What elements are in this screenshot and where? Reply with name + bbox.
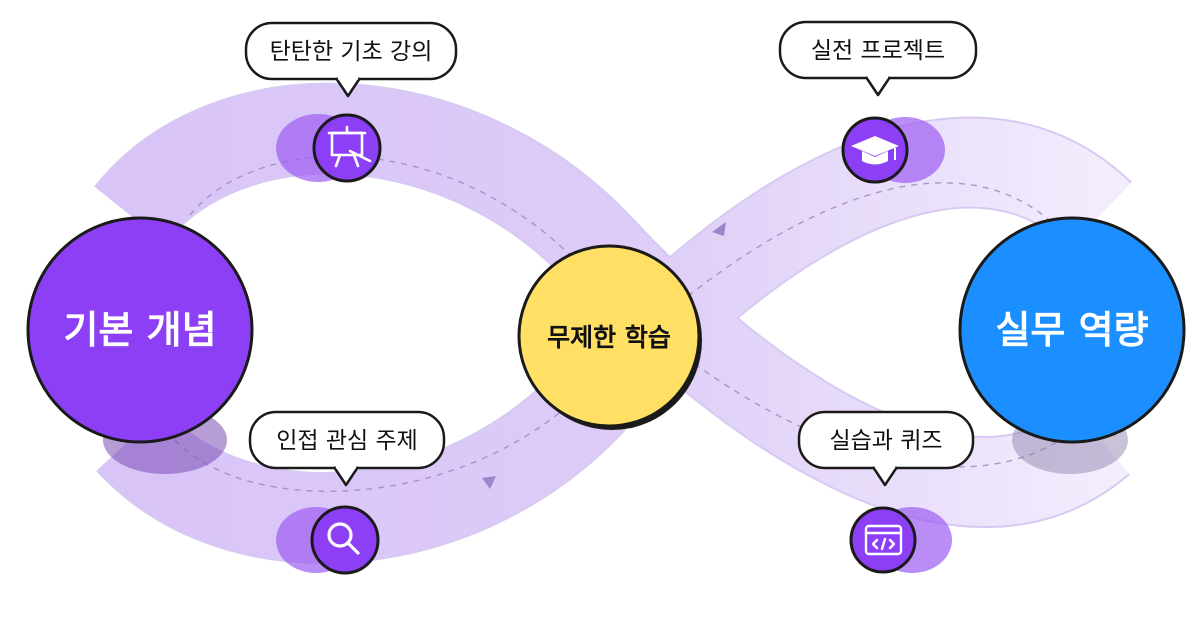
callout-bottom-right-label: 실습과 퀴즈 (829, 428, 942, 454)
code-window-icon (864, 524, 903, 556)
stage-top-left: 탄탄한 기초 강의 (244, 21, 458, 183)
node-practical-skills-label: 실무 역량 (995, 308, 1148, 352)
graduation-cap-icon (851, 136, 899, 165)
stage-top-right: 실전 프로젝트 (778, 20, 978, 184)
callout-top-right: 실전 프로젝트 (778, 20, 978, 97)
node-basic-concepts: 기본 개념 (26, 216, 254, 444)
node-unlimited-learning: 무제한 학습 (517, 244, 702, 430)
callout-bottom-right: 실습과 퀴즈 (797, 410, 975, 487)
magnifier-icon (327, 522, 360, 555)
callout-top-left-label: 탄탄한 기초 강의 (270, 39, 433, 65)
stage-bottom-right: 실습과 퀴즈 (797, 410, 975, 574)
presentation-board-icon (327, 125, 372, 168)
arrow-bottom-left (482, 476, 496, 489)
callout-top-right-label: 실전 프로젝트 (811, 38, 945, 64)
arrow-top-right (712, 222, 726, 236)
node-unlimited-learning-label: 무제한 학습 (547, 323, 671, 352)
callout-bottom-left: 인접 관심 주제 (248, 410, 446, 487)
node-basic-concepts-label: 기본 개념 (63, 308, 216, 352)
callout-bottom-left-label: 인접 관심 주제 (276, 428, 418, 454)
callout-top-left: 탄탄한 기초 강의 (244, 21, 458, 98)
stage-bottom-left: 인접 관심 주제 (248, 410, 446, 575)
node-practical-skills: 실무 역량 (958, 216, 1186, 444)
